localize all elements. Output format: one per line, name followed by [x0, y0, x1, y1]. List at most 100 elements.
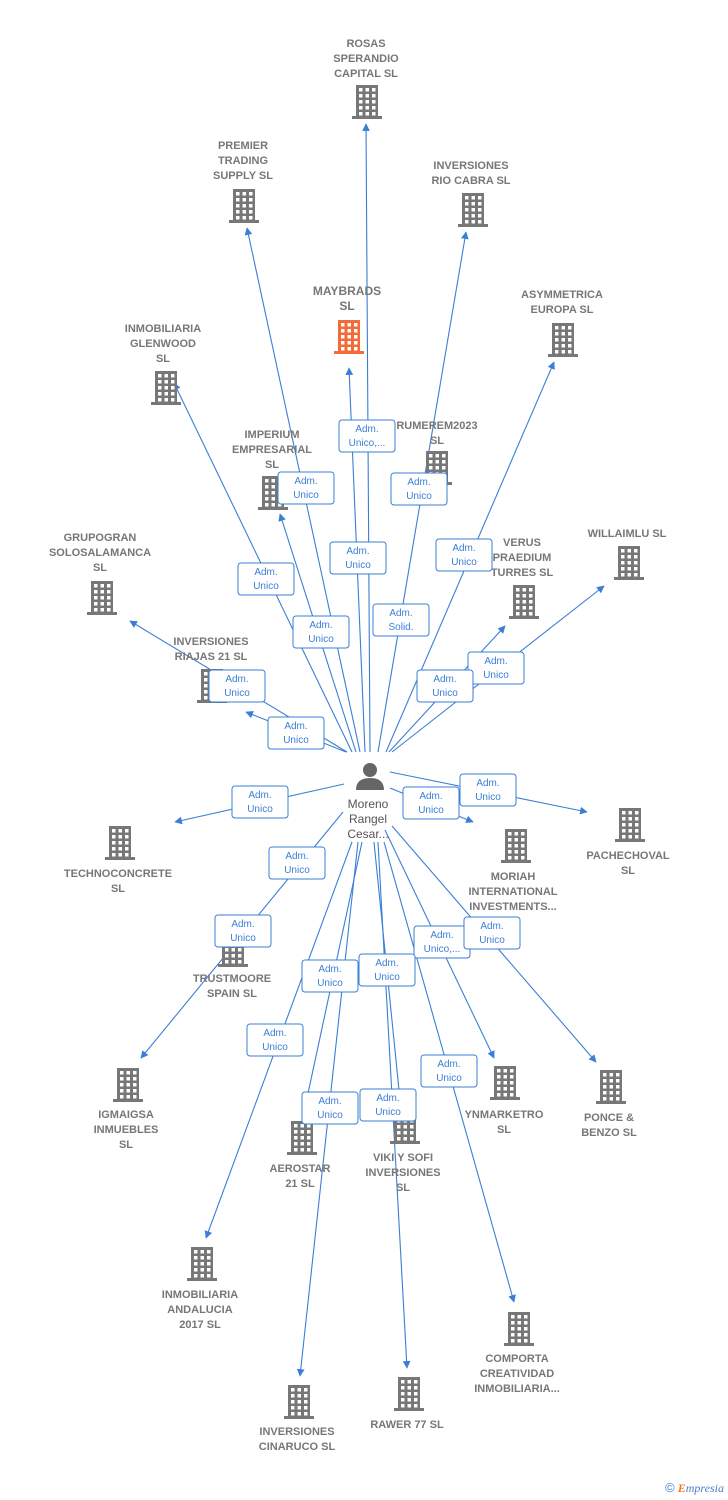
- role-badge-grupogran[interactable]: Adm.Unico: [208, 669, 266, 703]
- role-badge-rumerem[interactable]: Adm.Solid.: [372, 603, 430, 637]
- role-badge-verus[interactable]: Adm. Unico: [416, 669, 474, 703]
- role-badge-text: Adm.: [433, 674, 456, 685]
- role-badge-box: [268, 846, 326, 880]
- building-icon: [352, 85, 382, 119]
- company-label-rawer-line-1: RAWER 77 SL: [370, 1419, 444, 1431]
- role-badge-text: Adm.: [375, 958, 398, 969]
- company-label-premier-line-1: PREMIER: [218, 140, 268, 152]
- role-badge-rosas[interactable]: Adm.Unico,...: [338, 419, 396, 453]
- building-icon: [458, 193, 488, 227]
- role-badge-viki[interactable]: Adm.Unico: [358, 953, 416, 987]
- role-badge-text: Adm.: [231, 919, 254, 930]
- role-badge-igmaigsa[interactable]: Adm.Unico: [214, 914, 272, 948]
- company-label-ynmarketro-line-2: SL: [497, 1124, 511, 1136]
- role-badge-text: Unico: [262, 1042, 288, 1053]
- role-badge-text: Unico: [418, 805, 444, 816]
- role-badge-text: Adm.: [248, 790, 271, 801]
- building-icon: [509, 585, 539, 619]
- role-badge-box: [359, 1088, 417, 1122]
- role-badge-box: [231, 785, 289, 819]
- company-label-rumerem-line-2: SL: [430, 435, 444, 447]
- building-icon-main: [334, 320, 364, 354]
- role-badge-text: Unico: [284, 865, 310, 876]
- role-badge-cinaruco[interactable]: Adm.Unico: [301, 1091, 359, 1125]
- role-badge-ponce[interactable]: Adm.Unico: [463, 916, 521, 950]
- role-badge-trustmoore[interactable]: Adm.Unico: [268, 846, 326, 880]
- copyright-symbol: ©: [665, 1480, 675, 1495]
- role-badge-text: Adm.: [376, 1093, 399, 1104]
- building-icon: [151, 371, 181, 405]
- building-icon: [615, 808, 645, 842]
- center-name-line-2: Rangel: [349, 812, 387, 826]
- role-badge-asymmetrica[interactable]: Adm.Unico: [435, 538, 493, 572]
- company-label-maybrads-line-2: SL: [339, 299, 354, 313]
- role-badge-comporta[interactable]: Adm.Unico: [420, 1054, 478, 1088]
- role-badge-moriah[interactable]: Adm.Unico: [402, 786, 460, 820]
- role-badge-ynmarketro[interactable]: Adm.Unico,...: [413, 925, 471, 959]
- role-badge-text: Unico: [432, 688, 458, 699]
- company-label-moriah-line-1: MORIAH: [491, 871, 536, 883]
- role-badge-imperium[interactable]: Adm.Unico: [292, 615, 350, 649]
- company-node-ponce[interactable]: PONCE &BENZO SL: [581, 1070, 637, 1139]
- company-label-maybrads-line-1: MAYBRADS: [313, 284, 381, 298]
- role-badge-aerostar[interactable]: Adm.Unico: [301, 959, 359, 993]
- company-label-cinaruco-line-1: INVERSIONES: [259, 1426, 334, 1438]
- company-label-premier-line-2: TRADING: [218, 155, 268, 167]
- role-badge-andalucia[interactable]: Adm.Unico: [246, 1023, 304, 1057]
- company-node-willaimlu[interactable]: WILLAIMLU SL: [588, 528, 667, 580]
- role-badge-technoconcrete[interactable]: Adm.Unico: [231, 785, 289, 819]
- center-person-node[interactable]: Moreno Rangel Cesar...: [347, 763, 389, 841]
- company-node-moriah[interactable]: MORIAHINTERNATIONALINVESTMENTS...: [468, 829, 558, 913]
- role-badge-rawer[interactable]: Adm.Unico: [359, 1088, 417, 1122]
- role-badge-text: Adm.: [254, 567, 277, 578]
- role-badge-premier[interactable]: Adm.Unico: [277, 471, 335, 505]
- company-label-comporta-line-3: INMOBILIARIA...: [474, 1383, 560, 1395]
- role-badge-box: [277, 471, 335, 505]
- role-badge-maybrads[interactable]: Adm.Unico: [329, 541, 387, 575]
- role-badge-box: [459, 773, 517, 807]
- company-label-asymmetrica-line-2: EUROPA SL: [531, 304, 594, 316]
- company-label-glenwood-line-2: GLENWOOD: [130, 338, 196, 350]
- role-badge-glenwood[interactable]: Adm. Unico: [237, 562, 295, 596]
- building-icon: [284, 1385, 314, 1419]
- role-badge-text: Unico: [317, 978, 343, 989]
- company-label-igmaigsa-line-1: IGMAIGSA: [98, 1109, 154, 1121]
- role-badge-box: [214, 914, 272, 948]
- role-badge-text: Unico: [293, 490, 319, 501]
- role-badge-pachechoval[interactable]: Adm.Unico: [459, 773, 517, 807]
- company-label-viki-line-2: INVERSIONES: [365, 1167, 440, 1179]
- company-label-andalucia-line-1: INMOBILIARIA: [162, 1289, 238, 1301]
- role-badge-text: Adm.: [430, 930, 453, 941]
- role-badge-rio-cabra[interactable]: Adm.Unico: [390, 472, 448, 506]
- company-node-comporta[interactable]: COMPORTACREATIVIDADINMOBILIARIA...: [474, 1312, 560, 1395]
- company-label-grupogran-line-1: GRUPOGRAN: [64, 532, 137, 544]
- building-icon: [614, 546, 644, 580]
- center-name-line-3: Cesar...: [347, 827, 388, 841]
- role-badge-text: Unico: [406, 491, 432, 502]
- role-badge-riajas[interactable]: Adm.Unico: [267, 716, 325, 750]
- company-node-rawer[interactable]: RAWER 77 SL: [370, 1377, 444, 1431]
- company-label-imperium-line-2: EMPRESARIAL: [232, 444, 312, 456]
- role-badge-willaimlu[interactable]: Adm.Unico: [467, 651, 525, 685]
- role-badge-text: Unico: [253, 581, 279, 592]
- person-icon: [356, 763, 384, 790]
- role-badge-text: Unico: [345, 560, 371, 571]
- role-badge-box: [301, 1091, 359, 1125]
- company-label-rio-cabra-line-2: RIO CABRA SL: [431, 175, 510, 187]
